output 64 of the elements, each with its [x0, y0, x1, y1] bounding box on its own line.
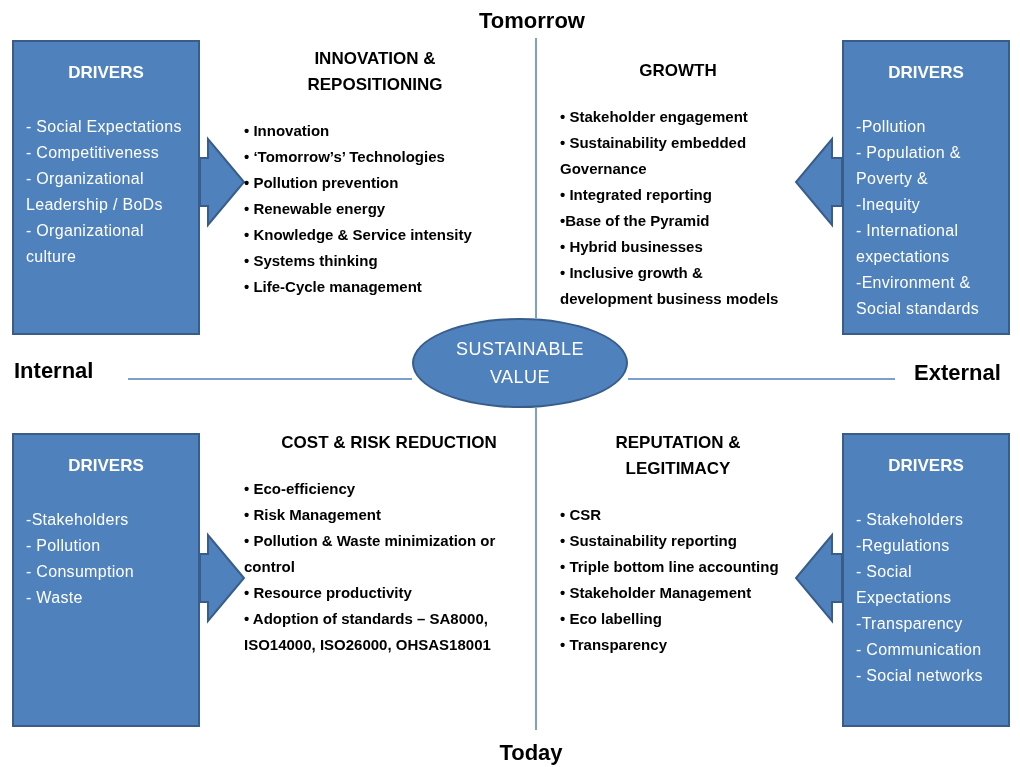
bullet-item: • Stakeholder Management	[560, 583, 753, 603]
axis-label: Today	[498, 739, 564, 767]
bullet-item: • Pollution & Waste minimization or control	[244, 531, 497, 577]
bullet-item: • CSR	[560, 505, 603, 525]
driver-item: -Transparency	[856, 613, 964, 634]
bullet-item: • Transparency	[560, 635, 668, 655]
block-arrow	[199, 136, 246, 228]
driver-item: - International expectations	[856, 220, 960, 267]
axis-label: Tomorrow	[478, 7, 586, 35]
driver-item: - Social Expectations	[26, 116, 183, 137]
bullet-item: •Base of the Pyramid	[560, 211, 711, 231]
bullet-item: • Triple bottom line accounting	[560, 557, 780, 577]
panel-heading: DRIVERS	[887, 455, 965, 477]
bullet-item: • Pollution prevention	[244, 173, 400, 193]
block-arrow	[794, 136, 843, 228]
bullet-item: • Renewable energy	[244, 199, 387, 219]
axis-label: Internal	[14, 357, 94, 385]
block-arrow	[199, 532, 246, 624]
bullet-item: • Eco-efficiency	[244, 479, 357, 499]
driver-panel	[842, 433, 1010, 727]
bullet-item: • Inclusive growth & development business models	[560, 263, 780, 309]
driver-item: -Stakeholders	[26, 509, 130, 530]
driver-panel	[12, 433, 200, 727]
quadrant-heading: REPUTATION & LEGITIMACY	[614, 432, 742, 480]
quadrant-heading: GROWTH	[638, 60, 718, 82]
bullet-item: • ‘Tomorrow’s’ Technologies	[244, 147, 446, 167]
bullet-item: • Sustainability reporting	[560, 531, 738, 551]
driver-item: - Stakeholders	[856, 509, 965, 530]
driver-panel	[842, 40, 1010, 335]
bullet-item: • Hybrid businesses	[560, 237, 704, 257]
panel-heading: DRIVERS	[887, 62, 965, 84]
bullet-item: • Eco labelling	[560, 609, 663, 629]
bullet-item: • Knowledge & Service intensity	[244, 225, 473, 245]
axis-label: External	[914, 359, 1001, 387]
driver-item: - Pollution	[26, 535, 102, 556]
driver-item: - Competitiveness	[26, 142, 161, 163]
bullet-item: • Integrated reporting	[560, 185, 713, 205]
quadrant-heading: COST & RISK REDUCTION	[280, 432, 498, 454]
bullet-item: • Systems thinking	[244, 251, 379, 271]
driver-item: - Consumption	[26, 561, 135, 582]
driver-item: - Organizational Leadership / BoDs	[26, 168, 164, 215]
driver-item: -Regulations	[856, 535, 951, 556]
ellipse-label: SUSTAINABLE VALUE	[454, 338, 586, 389]
bullet-item: • Life-Cycle management	[244, 277, 423, 297]
quadrant-heading: INNOVATION & REPOSITIONING	[306, 48, 444, 96]
driver-item: - Population & Poverty &	[856, 142, 962, 189]
bullet-item: • Stakeholder engagement	[560, 107, 749, 127]
driver-item: - Organizational culture	[26, 220, 145, 267]
driver-item: -Environment & Social standards	[856, 272, 981, 319]
driver-item: - Social Expectations	[856, 561, 953, 608]
bullet-item: • Innovation	[244, 121, 331, 141]
driver-item: - Communication	[856, 639, 983, 660]
bullet-item: • Resource productivity	[244, 583, 413, 603]
bullet-item: • Risk Management	[244, 505, 382, 525]
bullet-item: • Sustainability embedded Governance	[560, 133, 748, 179]
panel-heading: DRIVERS	[67, 62, 145, 84]
block-arrow	[794, 532, 843, 624]
driver-item: -Inequity	[856, 194, 922, 215]
panel-heading: DRIVERS	[67, 455, 145, 477]
driver-item: -Pollution	[856, 116, 927, 137]
driver-item: - Waste	[26, 587, 84, 608]
driver-item: - Social networks	[856, 665, 984, 686]
bullet-item: • Adoption of standards – SA8000, ISO14000, ISO26000, OHSAS18001	[244, 609, 492, 655]
driver-panel	[12, 40, 200, 335]
